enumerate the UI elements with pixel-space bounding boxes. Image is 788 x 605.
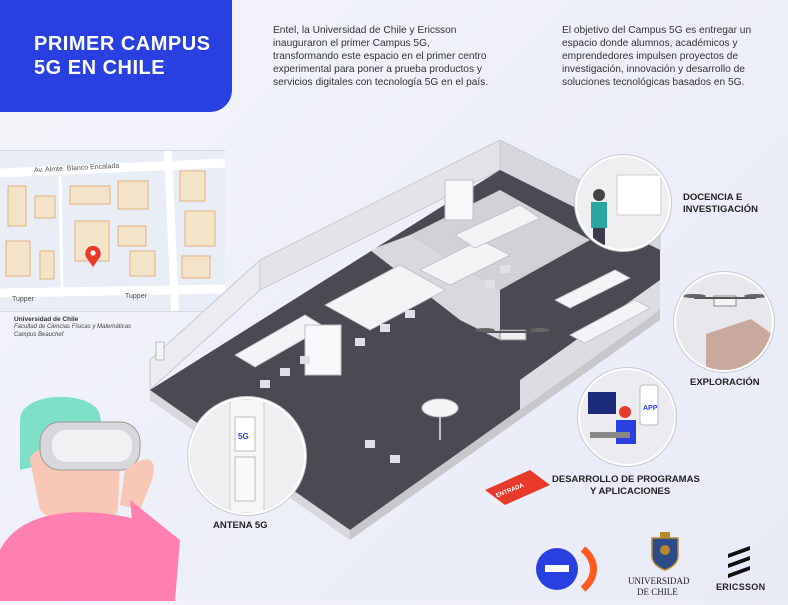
drone-closeup-illustration [676, 274, 772, 370]
location-university: Universidad de Chile [14, 316, 79, 323]
map-pin-icon [85, 246, 101, 267]
shirt-shape [0, 512, 170, 601]
uchile-logo-line1: UNIVERSIDAD [628, 576, 690, 586]
entel-logo-mark [536, 546, 597, 592]
intro-text-left: Entel, la Universidad de Chile y Ericsso… [273, 25, 489, 88]
vr-user-illustration [0, 396, 180, 601]
callout-circle-desarrollo: APP [578, 368, 676, 466]
callout-docencia-line2: INVESTIGACIÓN [683, 204, 758, 215]
drone-icon [475, 328, 550, 341]
uchile-crest-icon [651, 532, 679, 571]
callout-circle-antena: 5G [188, 397, 306, 515]
location-faculty: Facultad de Ciencias Físicas y Matemátic… [14, 324, 132, 330]
developer-illustration: APP [580, 370, 674, 464]
page-title-line2: 5G EN CHILE [34, 57, 166, 79]
antenna-illustration: 5G [190, 399, 304, 513]
callout-antena: ANTENA 5G [213, 520, 268, 531]
callout-desarrollo-line1: DESARROLLO DE PROGRAMAS [552, 474, 700, 485]
location-campus: Campus Beauchef [14, 332, 64, 338]
street-label-bottom-2: Tupper [125, 293, 147, 300]
ericsson-logo-text: ERICSSON [716, 582, 766, 592]
callout-exploracion: EXPLORACIÓN [690, 377, 760, 388]
title-banner [0, 0, 232, 112]
teacher-illustration [577, 157, 669, 249]
page-title-line1: PRIMER CAMPUS [34, 33, 211, 55]
intro-text-right: El objetivo del Campus 5G es entregar un… [562, 25, 752, 88]
app-sign-label: APP [643, 405, 658, 412]
uchile-logo-line2: DE CHILE [637, 587, 678, 597]
campus-map: Av. Almte. Blanco Encalada Tupper Tupper [0, 150, 226, 312]
entrance-sign: ENTRADA [485, 470, 550, 505]
street-label-bottom-1: Tupper [12, 296, 34, 303]
callout-circle-exploracion [674, 272, 774, 372]
map-drawing [0, 150, 226, 312]
antenna-sign-label: 5G [238, 432, 249, 441]
callout-circle-docencia [575, 155, 671, 251]
entel-logo [531, 541, 601, 605]
ericsson-mark-icon [728, 546, 750, 578]
callout-docencia-line1: DOCENCIA E [683, 192, 743, 203]
callout-desarrollo-line2: Y APLICACIONES [590, 486, 671, 497]
